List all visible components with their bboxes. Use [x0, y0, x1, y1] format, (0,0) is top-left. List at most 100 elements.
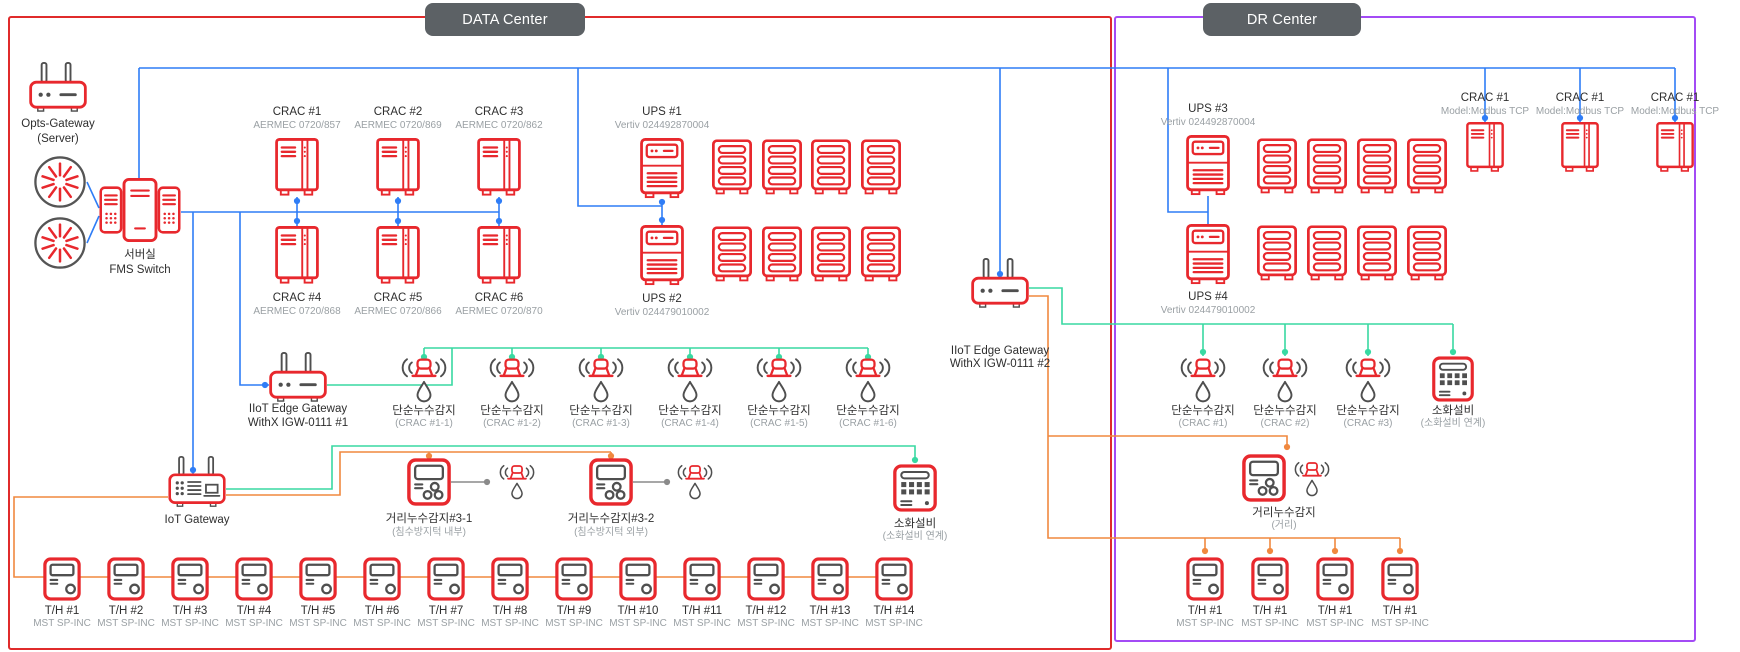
crac-6-icon[interactable] [477, 226, 521, 285]
th-sensor-13-icon[interactable] [811, 557, 849, 601]
dr-crac-2-icon[interactable] [1561, 122, 1599, 173]
leak-sensor-2-icon[interactable] [481, 356, 543, 403]
battery-rack-2-icon[interactable] [762, 139, 802, 196]
dr-battery-rack-6-icon[interactable] [1307, 225, 1347, 282]
leak-sensor-5-label: 단순누수감지 [747, 405, 811, 417]
th-sensor-2-icon[interactable] [107, 557, 145, 601]
battery-rack-1-icon[interactable] [712, 139, 752, 196]
th-sensor-6-icon[interactable] [363, 557, 401, 601]
dr-th-sensor-4-icon[interactable] [1381, 557, 1419, 601]
data-center-title: DATA Center [425, 3, 585, 36]
iiot-edge-gateway-1-label-sub: WithX IGW-0111 #1 [247, 417, 349, 429]
dr-battery-rack-4-icon[interactable] [1407, 138, 1447, 195]
battery-rack-3-icon[interactable] [811, 139, 851, 196]
th-sensor-9-icon[interactable] [555, 557, 593, 601]
fire-suppression-dr-icon[interactable] [1432, 356, 1474, 402]
leak-sensor-4-label-sub: (CRAC #1-4) [661, 418, 719, 429]
leak-sensor-1-icon[interactable] [393, 356, 455, 403]
dr-distance-leak-siren-icon[interactable] [1288, 460, 1336, 497]
leak-sensor-2-label: 단순누수감지 [480, 405, 544, 417]
th-sensor-1-icon[interactable] [43, 557, 81, 601]
leak-sensor-4-icon[interactable] [659, 356, 721, 403]
ups-4-label: UPS #4 [1188, 291, 1228, 303]
leak-sensor-3-icon[interactable] [570, 356, 632, 403]
dr-leak-sensor-3-icon[interactable] [1337, 356, 1399, 403]
leak-sensor-1-label-sub: (CRAC #1-1) [395, 418, 453, 429]
dr-th-sensor-4-label: T/H #1 [1382, 605, 1418, 617]
crac-5-label-sub: AERMEC 0720/866 [354, 306, 442, 317]
distance-leak-3-2-label-sub: (침수방지턱 외부) [574, 527, 648, 538]
th-sensor-3-label: T/H #3 [172, 605, 208, 617]
th-sensor-13-label: T/H #13 [809, 605, 851, 617]
th-sensor-4-icon[interactable] [235, 557, 273, 601]
th-sensor-11-icon[interactable] [683, 557, 721, 601]
th-sensor-10-label-sub: MST SP-INC [609, 618, 667, 629]
ups-4-icon[interactable] [1186, 224, 1230, 285]
iiot-edge-gateway-2-icon[interactable] [971, 258, 1029, 308]
battery-rack-4-icon[interactable] [861, 139, 901, 196]
dr-battery-rack-5-icon[interactable] [1257, 225, 1297, 282]
crac-5-icon[interactable] [376, 226, 420, 285]
fire-suppression-data-label-sub: (소화설비 연계) [882, 531, 948, 542]
dr-battery-rack-7-icon[interactable] [1357, 225, 1397, 282]
dr-battery-rack-3-icon[interactable] [1357, 138, 1397, 195]
fire-suppression-data-icon[interactable] [893, 464, 937, 512]
crac-3-label-sub: AERMEC 0720/862 [455, 120, 543, 131]
leak-sensor-5-icon[interactable] [748, 356, 810, 403]
ups-3-icon[interactable] [1186, 135, 1230, 196]
dr-th-sensor-3-icon[interactable] [1316, 557, 1354, 601]
crac-4-icon[interactable] [275, 226, 319, 285]
crac-3-icon[interactable] [477, 138, 521, 197]
battery-rack-8-icon[interactable] [861, 226, 901, 283]
dr-crac-3-icon[interactable] [1656, 122, 1694, 173]
battery-rack-7-icon[interactable] [811, 226, 851, 283]
iot-gateway-icon[interactable] [168, 456, 226, 508]
dr-th-sensor-2-icon[interactable] [1251, 557, 1289, 601]
distance-leak-3-2-siren-icon[interactable] [671, 463, 719, 500]
ups-2-icon[interactable] [640, 225, 684, 286]
opts-gateway-icon[interactable] [29, 62, 87, 112]
distance-leak-3-1-siren-icon[interactable] [493, 463, 541, 500]
leak-sensor-6-label: 단순누수감지 [836, 405, 900, 417]
th-sensor-14-icon[interactable] [875, 557, 913, 601]
th-sensor-9-label-sub: MST SP-INC [545, 618, 603, 629]
dr-th-sensor-1-label: T/H #1 [1187, 605, 1223, 617]
th-sensor-14-label: T/H #14 [873, 605, 915, 617]
dr-distance-leak-label-sub: (거리) [1271, 520, 1297, 531]
th-sensor-8-label: T/H #8 [492, 605, 528, 617]
dr-battery-rack-8-icon[interactable] [1407, 225, 1447, 282]
dr-distance-leak-label: 거리누수감지 [1252, 507, 1316, 519]
dr-battery-rack-1-icon[interactable] [1257, 138, 1297, 195]
th-sensor-5-icon[interactable] [299, 557, 337, 601]
dr-crac-1-icon[interactable] [1466, 122, 1504, 173]
th-sensor-7-icon[interactable] [427, 557, 465, 601]
dr-battery-rack-2-icon[interactable] [1307, 138, 1347, 195]
distance-leak-3-1-icon[interactable] [407, 458, 451, 506]
dr-th-sensor-3-label-sub: MST SP-INC [1306, 618, 1364, 629]
th-sensor-12-icon[interactable] [747, 557, 785, 601]
th-sensor-11-label-sub: MST SP-INC [673, 618, 731, 629]
leak-sensor-5-label-sub: (CRAC #1-5) [750, 418, 808, 429]
dr-th-sensor-2-label: T/H #1 [1252, 605, 1288, 617]
iiot-edge-gateway-1-icon[interactable] [269, 352, 327, 402]
dr-leak-sensor-1-icon[interactable] [1172, 356, 1234, 403]
battery-rack-6-icon[interactable] [762, 226, 802, 283]
fan-1-icon[interactable] [33, 155, 87, 209]
dr-leak-sensor-2-icon[interactable] [1254, 356, 1316, 403]
th-sensor-3-icon[interactable] [171, 557, 209, 601]
fan-2-icon[interactable] [33, 216, 87, 270]
iiot-edge-gateway-2-label-sub: WithX IGW-0111 #2 [949, 358, 1051, 370]
ups-1-icon[interactable] [640, 138, 684, 199]
fms-switch-label-sub: FMS Switch [109, 264, 171, 276]
fms-switch-icon[interactable] [99, 178, 181, 242]
th-sensor-7-label: T/H #7 [428, 605, 464, 617]
dr-distance-leak-icon[interactable] [1242, 454, 1286, 502]
crac-1-icon[interactable] [275, 138, 319, 197]
crac-2-icon[interactable] [376, 138, 420, 197]
th-sensor-10-icon[interactable] [619, 557, 657, 601]
battery-rack-5-icon[interactable] [712, 226, 752, 283]
dr-th-sensor-1-icon[interactable] [1186, 557, 1224, 601]
distance-leak-3-2-icon[interactable] [589, 458, 633, 506]
th-sensor-8-icon[interactable] [491, 557, 529, 601]
th-sensor-8-label-sub: MST SP-INC [481, 618, 539, 629]
